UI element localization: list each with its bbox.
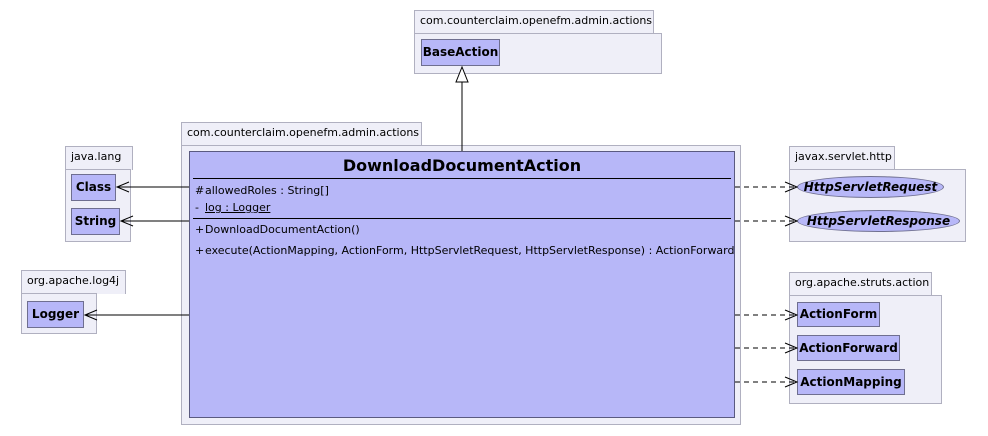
attribute-text: allowedRoles : String[] [205,184,329,197]
interface-http-servlet-response: HttpServletResponse [797,210,960,232]
dependency-action-forward-arrowhead [784,342,799,354]
operation-execute: +execute(ActionMapping, ActionForm, Http… [195,244,735,257]
package-tab-base: com.counterclaim.openefm.admin.actions [414,10,654,34]
package-tab-servlet: javax.servlet.http [789,146,895,170]
visibility-marker: + [195,244,205,257]
association-string-arrowhead [119,215,134,227]
class-separator-operations [193,218,731,219]
attribute-log: -log : Logger [195,201,270,214]
class-separator-attributes [193,178,731,179]
class-base-action: BaseAction [421,39,500,66]
dependency-request-arrowhead [784,181,799,193]
visibility-marker: + [195,223,205,236]
class-action-mapping: ActionMapping [797,369,905,395]
class-name: DownloadDocumentAction [342,156,582,175]
association-logger-arrowhead [83,309,98,321]
dependency-response-arrowhead [784,215,799,227]
class-logger: Logger [27,301,84,328]
class-action-form: ActionForm [797,302,880,327]
package-tab-struts: org.apache.struts.action [789,272,932,296]
class-string: String [71,208,120,235]
class-action-forward: ActionForward [797,335,900,361]
visibility-marker: - [195,201,199,214]
package-tab-java-lang: java.lang [65,146,133,170]
class-download-document-action: DownloadDocumentAction #allowedRoles : S… [189,151,735,418]
package-tab-main: com.counterclaim.openefm.admin.actions [181,122,422,146]
operation-text: execute(ActionMapping, ActionForm, HttpS… [205,244,735,257]
class-class: Class [71,174,116,201]
attribute-allowed-roles: #allowedRoles : String[] [195,184,329,197]
interface-http-servlet-request: HttpServletRequest [797,176,944,198]
association-class-arrowhead [115,181,130,193]
generalization-arrowhead [455,65,469,83]
attribute-text: log : Logger [205,201,271,214]
dependency-action-mapping-arrowhead [784,376,799,388]
operation-constructor: +DownloadDocumentAction() [195,223,360,236]
package-tab-log4j: org.apache.log4j [21,270,126,294]
dependency-action-form-arrowhead [784,309,799,321]
visibility-marker: # [195,184,205,197]
operation-text: DownloadDocumentAction() [205,223,360,236]
